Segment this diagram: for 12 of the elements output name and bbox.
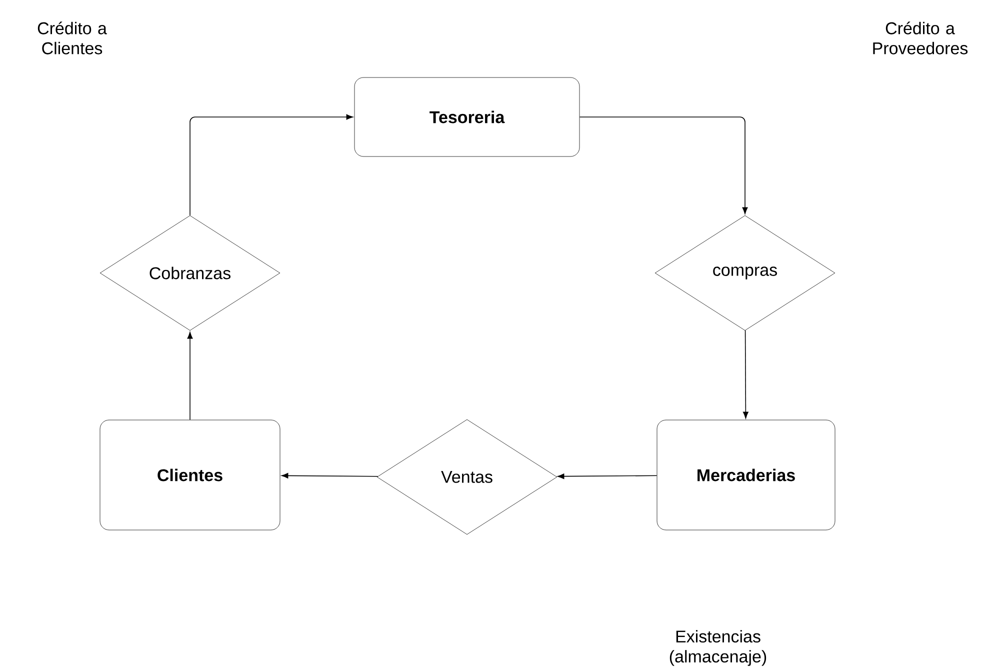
arrow (579, 116, 748, 214)
arrow (743, 330, 748, 419)
arrow (557, 474, 658, 479)
arrow (281, 473, 378, 478)
annotation: Crédito a Proveedores (873, 22, 968, 54)
arrow (187, 332, 193, 420)
process-box: Clientes (100, 420, 280, 530)
arrow (190, 114, 354, 216)
process-box: Tesoreria (354, 77, 580, 157)
process-box: Mercaderias (656, 420, 836, 530)
annotation: Crédito a Clientes (38, 22, 107, 54)
annotation: Existencias (almacenaje) (670, 630, 766, 666)
